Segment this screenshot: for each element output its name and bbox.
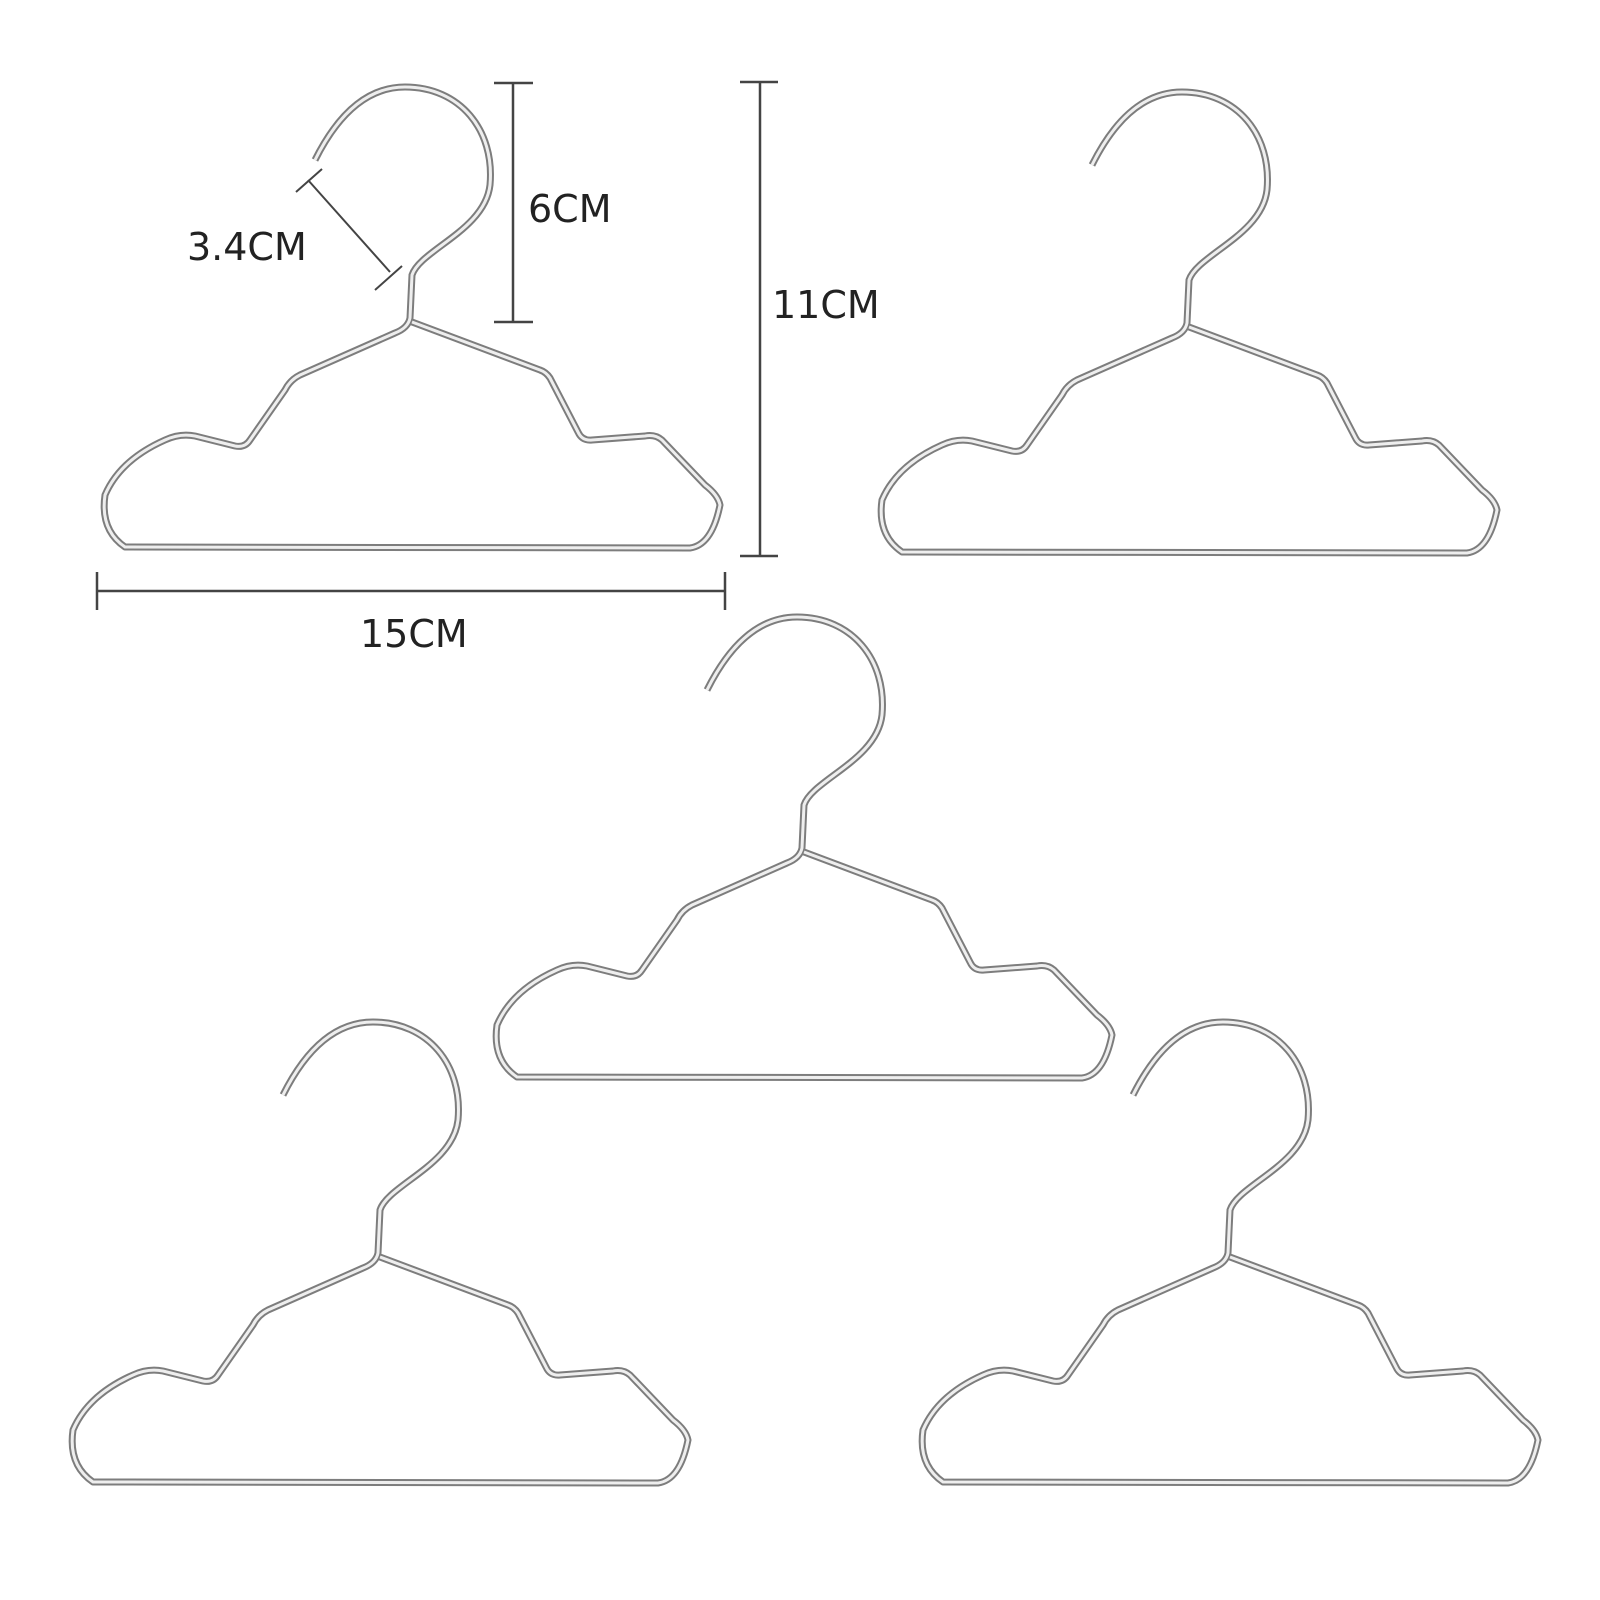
- hook-height-label: 6CM: [528, 187, 612, 231]
- hanger-4: [72, 1022, 688, 1483]
- total-height-label: 11CM: [772, 283, 880, 327]
- hanger-5: [922, 1022, 1538, 1483]
- total-height-dimension-line: [740, 80, 778, 558]
- hanger-3: [496, 617, 1112, 1078]
- hook-opening-label: 3.4CM: [187, 225, 307, 269]
- hanger-1: [104, 87, 720, 548]
- hook-height-dimension-line: [494, 81, 533, 324]
- hanger-2: [881, 92, 1497, 553]
- hook-opening-dimension-line: [295, 168, 403, 291]
- width-label: 15CM: [360, 612, 468, 656]
- width-dimension-line: [95, 572, 727, 610]
